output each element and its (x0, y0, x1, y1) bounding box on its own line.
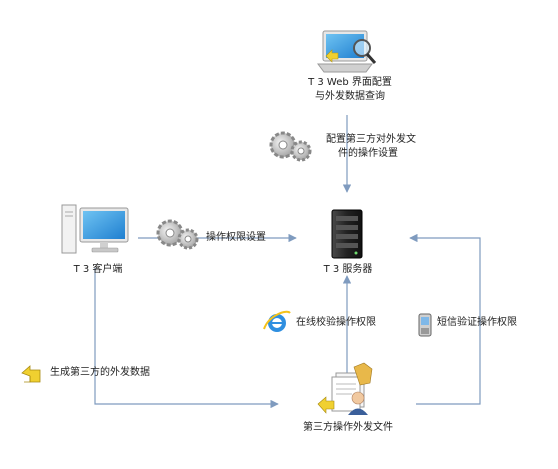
config-settings-line2: 件的操作设置 (338, 148, 398, 159)
sms-verify-label: 短信验证操作权限 (437, 317, 517, 328)
gears-icon (269, 131, 312, 162)
online-check-label: 在线校验操作权限 (296, 317, 376, 328)
document-user-icon (317, 362, 373, 415)
gears-icon (156, 219, 199, 250)
monitor-magnifier-icon (317, 30, 377, 73)
server-tower-icon (331, 209, 363, 259)
generate-data-label: 生成第三方的外发数据 (50, 367, 150, 378)
ie-browser-icon (263, 310, 291, 332)
connectors (94, 115, 481, 409)
arrow-client-to-file (94, 268, 279, 409)
server-label: T 3 服务器 (323, 264, 373, 275)
third-party-file-label: 第三方操作外发文件 (303, 422, 393, 433)
web-config-line2: 与外发数据查询 (315, 91, 385, 102)
arrow-sms-to-server (409, 233, 481, 405)
config-settings-line1: 配置第三方对外发文 (326, 134, 416, 145)
config-settings-label: 配置第三方对外发文 件的操作设置 (326, 133, 416, 161)
mobile-phone-icon (418, 313, 432, 337)
web-config-line1: T 3 Web 界面配置 (308, 77, 392, 88)
return-arrow-icon (21, 365, 41, 383)
permission-settings-label: 操作权限设置 (206, 232, 266, 243)
web-config-label: T 3 Web 界面配置 与外发数据查询 (308, 76, 392, 104)
desktop-computer-icon (61, 204, 129, 254)
client-label: T 3 客户端 (73, 264, 123, 275)
